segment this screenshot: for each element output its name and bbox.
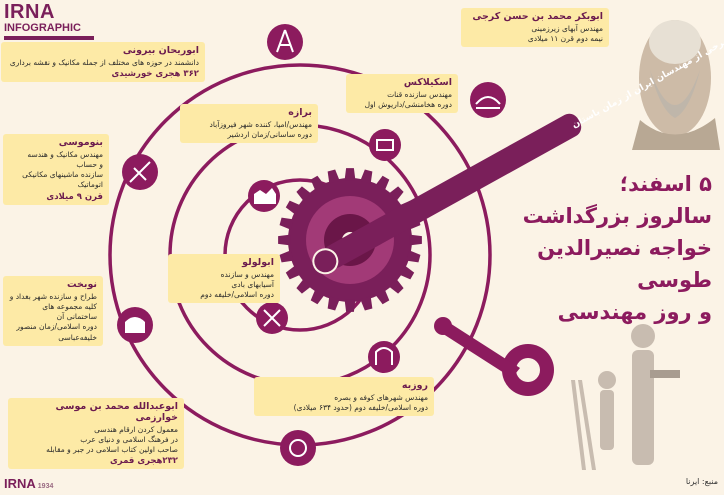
card-line: نیمه دوم قرن ۱۱ میلادی [527,34,603,44]
gear-tooth [360,296,373,311]
card-title: ابوبکر محمد بن حسن کرجی [472,11,603,22]
card-title: ابوعبدالله محمد بن موسی خوارزمی [55,401,178,423]
card-year: ۲۳۲هجری قمری [110,456,178,467]
gear-tooth [406,250,421,263]
card-line: سازنده ماشینهای مکانیکی [22,170,103,180]
card-line: دوره اسلامی/زمان منصور [16,322,97,332]
card-line: دوره هخامنشی/داریوش اول [364,100,452,110]
gear-tooth [327,296,340,311]
card-biruni: ابوریحان بیرونی دانشمند در حوزه های مختل… [1,42,205,83]
card-line: در فرهنگ اسلامی و دنیای عرب [80,435,178,445]
card-title: نوبخت [67,279,97,290]
qanat-icon [369,129,401,161]
card-title: اسکیلاکس [403,77,452,88]
gear-tooth [279,250,294,263]
gear-tooth [278,234,291,246]
portrait-illustration [632,20,720,150]
card-line: دوره اسلامی/خلیفه دوم [200,290,274,300]
card-askilax: اسکیلاکس مهندس سازنده قنات دوره هخامنشی/… [346,74,458,114]
gear-tooth [344,299,356,312]
card-line: دوره اسلامی/خلیفه دوم (حدود ۶۳۴ میلادی) [293,403,428,413]
gear-tooth [310,175,325,191]
card-karaji: ابوبکر محمد بن حسن کرجی مهندس آبهای زیرز… [461,8,609,48]
card-line: دانشمند در حوزه های مختلف از جمله مکانیک… [9,58,199,67]
gear-tooth [344,168,356,181]
card-title: ابوریحان بیرونی [122,45,199,56]
gear-tooth [399,265,415,280]
bridge-icon [470,82,506,118]
gear-tooth [360,169,373,184]
card-line: ساختمانی آن [56,312,97,322]
gear-tooth [279,217,294,230]
card-line: مهندس سازنده قنات [387,90,452,99]
card-line: آسیابهای بادی [231,280,274,290]
windmill-icon [256,302,288,334]
card-title: بنوموسی [58,137,103,148]
city-icon [248,180,280,212]
mosque-icon [117,307,153,343]
gear-tooth [388,278,404,294]
card-line: مهندس شهرهای کوفه و بصره [334,393,428,402]
headline-line: ۵ اسفند؛ [619,172,712,196]
milestone-nodes [117,24,506,466]
gear-tooth [310,289,325,305]
card-year: قرن ۹ میلادی [46,191,103,202]
card-line: دوره ساسانی/زمان اردشیر [227,130,312,140]
gear-tooth [296,186,312,202]
compass-icon [267,24,303,60]
headline-line: و روز مهندسی [557,300,712,324]
irna-brand: IRNA INFOGRAPHIC [4,2,94,40]
card-line: مهندس/امیا، کننده شهر فیروزآباد [209,120,312,129]
gear-tooth [327,169,340,184]
robot-icon [122,154,158,190]
card-nobakht: نوبخت طراح و سازنده شهر بغداد و کلیه مجم… [3,276,103,346]
card-abululu: ابولولو مهندس و سازنده آسیابهای بادی دور… [168,254,280,304]
abacus-icon [280,430,316,466]
card-title: ابولولو [242,257,274,268]
card-borazeh: برازه مهندس/امیا، کننده شهر فیروزآباد دو… [180,104,318,144]
brand-logo: IRNA [4,1,55,23]
headline-line: خواجه نصیرالدین طوسی [537,236,712,292]
gear-tooth [296,278,312,294]
card-line: مهندس آبهای زیرزمینی [531,24,603,33]
brand-subtitle: INFOGRAPHIC [4,22,81,34]
card-line: صاحب اولین کتاب اسلامی در جبر و مقابله [46,445,178,455]
card-khwarizmi: ابوعبدالله محمد بن موسی خوارزمی معمول کر… [8,398,184,470]
card-line: معمول کردن ارقام هندسی [94,425,178,434]
footer-year: 1934 [37,483,54,490]
card-line: خلیفه‌عباسی [58,332,97,342]
card-line: طراح و سازنده شهر بغداد و [9,292,97,301]
surveyor-illustration [571,324,680,470]
card-line: و حساب [76,160,103,170]
card-ruzbeh: روزبه مهندس شهرهای کوفه و بصره دوره اسلا… [254,377,434,417]
card-banumusa: بنوموسی مهندس مکانیک و هندسه و حساب سازن… [3,134,109,205]
source-credit: منبع: ایرنا [685,477,718,486]
gear-tooth [285,265,301,280]
card-line: مهندس و سازنده [220,270,274,279]
card-title: روزبه [401,380,428,391]
gear-tooth [375,175,390,191]
footer-logo: IRNA [4,476,36,491]
headline-line: سالروز بزرگداشت [522,204,712,228]
gear-tooth [388,186,404,202]
headline: ۵ اسفند؛ سالروز بزرگداشت خواجه نصیرالدین… [472,168,712,328]
small-gear-icon [434,317,554,396]
gear-tooth [285,200,301,215]
gate-icon [368,341,400,373]
brand-underline [4,36,94,40]
gear-tooth [375,289,390,305]
card-year: ۳۶۲ هجری خورشیدی [111,69,199,80]
gear-tooth [409,234,422,246]
card-title: برازه [288,107,312,118]
card-line: کلیه مجموعه های [42,302,97,312]
card-line: مهندس مکانیک و هندسه [27,150,103,159]
card-line: اتوماتیک [77,180,103,190]
